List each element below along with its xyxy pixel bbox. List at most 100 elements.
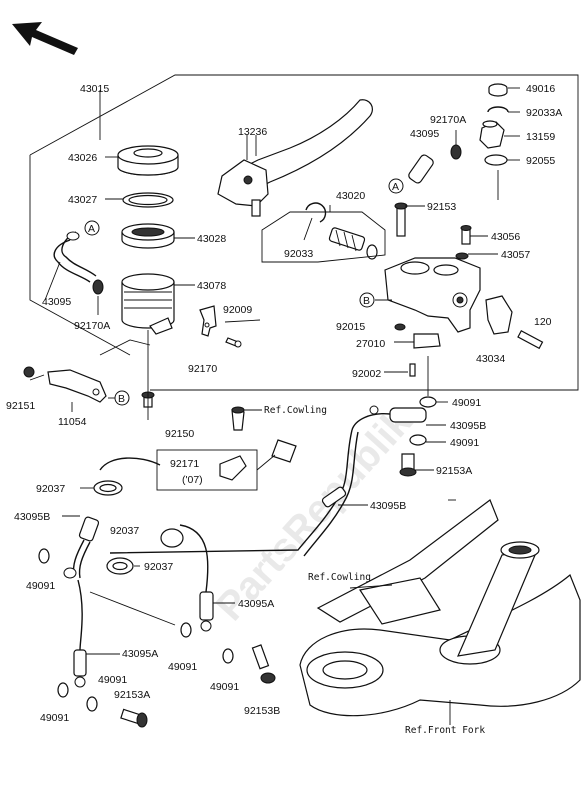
part-label-49091-g: 49091 xyxy=(40,712,69,724)
callout-a-bubble xyxy=(84,220,100,236)
brake-hose-43095b-upper xyxy=(351,405,427,431)
banjo-fitting-13159 xyxy=(479,120,505,149)
assembly-outline xyxy=(29,74,579,391)
part-label-49091-a: 49091 xyxy=(452,397,481,409)
assembly-outline-left xyxy=(29,155,131,356)
part-label-49091-b: 49091 xyxy=(450,437,479,449)
steering-stem xyxy=(457,541,540,657)
callout-b-label-right: B xyxy=(363,295,370,307)
part-label-27010: 27010 xyxy=(356,338,385,350)
hose-clamp-left xyxy=(92,279,104,295)
part-label-43057: 43057 xyxy=(501,249,530,261)
brake-hose-main xyxy=(109,429,359,557)
ref-front-fork: Ref.Front Fork xyxy=(405,725,485,736)
part-label-13159: 13159 xyxy=(526,131,555,143)
bleeder-cap-43057 xyxy=(455,252,469,260)
reservoir-hose xyxy=(53,231,97,283)
bolt-92153 xyxy=(394,202,408,237)
part-label-13236: 13236 xyxy=(238,126,267,138)
part-label-43027: 43027 xyxy=(68,194,97,206)
part-label-07: ('07) xyxy=(182,474,203,486)
part-label-92037-a: 92037 xyxy=(36,483,65,495)
banjo-bolt-92153a-lower xyxy=(120,708,148,728)
bracket-bolt xyxy=(225,337,242,348)
bracket-screw xyxy=(23,366,35,378)
washer-49091-top xyxy=(419,396,437,408)
cowling-bolt xyxy=(231,406,245,431)
callout-a-label: A xyxy=(88,223,95,235)
part-label-92153a-b: 92153A xyxy=(114,689,150,701)
circlip-92033 xyxy=(305,202,327,223)
hose-clamp-right xyxy=(450,144,462,160)
brake-hose-43095b-lower xyxy=(63,516,100,579)
snap-ring-92033a xyxy=(487,106,509,113)
hose-clamp-92037-b xyxy=(160,528,184,548)
callout-b-bubble-right xyxy=(359,292,375,308)
clamp-bolt-120 xyxy=(517,330,544,350)
part-label-92150: 92150 xyxy=(165,428,194,440)
part-label-43095a-b: 43095A xyxy=(122,648,158,660)
part-label-92037-c: 92037 xyxy=(144,561,173,573)
part-label-49091-f: 49091 xyxy=(98,674,127,686)
part-label-43026: 43026 xyxy=(68,152,97,164)
part-label-92153b: 92153B xyxy=(244,705,280,717)
hose-clip-92171 xyxy=(219,455,247,481)
part-label-43028: 43028 xyxy=(197,233,226,245)
washer-49091-lower-right xyxy=(222,648,234,664)
part-label-43095-left: 43095 xyxy=(42,296,71,308)
bleeder-valve-43056 xyxy=(460,225,472,245)
reservoir-diaphragm xyxy=(122,192,174,208)
part-label-92055: 92055 xyxy=(526,155,555,167)
part-label-120: 120 xyxy=(534,316,552,328)
piston-kit xyxy=(328,227,378,260)
fork-triple-clamp xyxy=(299,574,581,717)
washer-49091-mid xyxy=(409,434,427,446)
brake-lever xyxy=(217,99,373,217)
part-label-11054: 11054 xyxy=(58,416,87,428)
switch-bracket xyxy=(47,369,107,403)
part-label-43095b-mid: 43095B xyxy=(370,500,406,512)
part-label-43078: 43078 xyxy=(197,280,226,292)
reservoir-bracket xyxy=(199,305,217,337)
reservoir-cap xyxy=(117,145,179,176)
washer-49091-bottom xyxy=(86,696,98,712)
brake-light-switch xyxy=(413,333,441,349)
part-label-92153a-a: 92153A xyxy=(436,465,472,477)
nut-92015 xyxy=(394,323,406,331)
ref-cowling-bottom: Ref.Cowling xyxy=(308,572,371,583)
callout-b-label: B xyxy=(118,393,125,405)
part-label-43095b-a: 43095B xyxy=(450,420,486,432)
part-label-92037-b: 92037 xyxy=(110,525,139,537)
part-label-43095-right: 43095 xyxy=(410,128,439,140)
part-label-49091-c: 49091 xyxy=(26,580,55,592)
part-label-43095a-a: 43095A xyxy=(238,598,274,610)
screw-92002 xyxy=(409,363,416,377)
handlebar-clamp-43034 xyxy=(485,295,513,335)
part-label-92171: 92171 xyxy=(170,458,199,470)
front-direction-arrow-icon xyxy=(12,22,78,55)
part-label-43020: 43020 xyxy=(336,190,365,202)
part-label-92153: 92153 xyxy=(427,201,456,213)
reservoir-plate xyxy=(121,223,175,249)
washer-49091-lower-left xyxy=(38,548,50,564)
part-label-49016: 49016 xyxy=(526,83,555,95)
part-label-92151: 92151 xyxy=(6,400,35,412)
part-label-43015: 43015 xyxy=(80,83,109,95)
part-label-92033: 92033 xyxy=(284,248,313,260)
washer-49091-lower-mid xyxy=(180,622,192,638)
callout-a-label-right: A xyxy=(392,181,399,193)
reservoir-hose-right xyxy=(408,154,434,184)
master-cylinder-body xyxy=(384,257,481,333)
part-label-43034: 43034 xyxy=(476,353,505,365)
part-label-92170: 92170 xyxy=(188,363,217,375)
ref-cowling-top: Ref.Cowling xyxy=(264,405,327,416)
hose-clip-mounted xyxy=(271,439,297,463)
washer-49091-bottom-left xyxy=(57,682,69,698)
part-label-92033a: 92033A xyxy=(526,107,562,119)
part-label-92170a-right: 92170A xyxy=(430,114,466,126)
part-label-43056: 43056 xyxy=(491,231,520,243)
banjo-bolt-92153b xyxy=(251,644,276,684)
callout-a-bubble-right xyxy=(388,178,404,194)
